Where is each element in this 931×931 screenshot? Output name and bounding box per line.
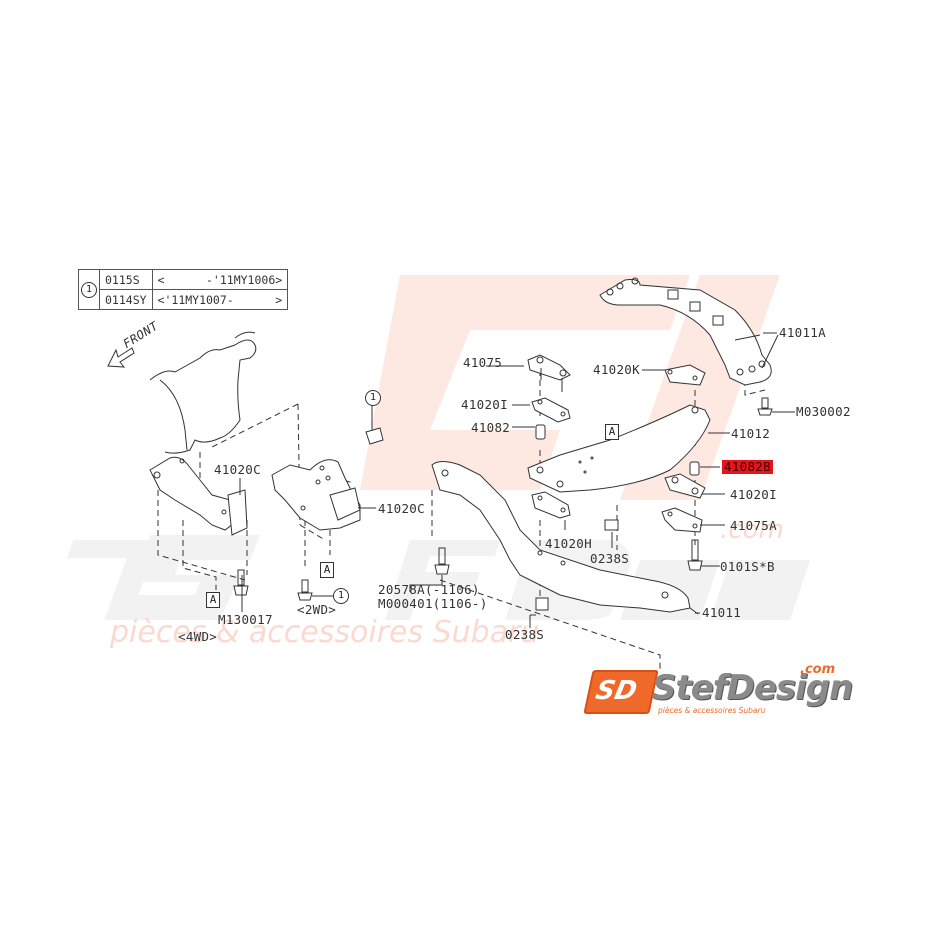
bushing-41020I-left <box>531 397 571 423</box>
ref-circle-1-2wd: 1 <box>333 588 349 604</box>
label-41082B-highlighted[interactable]: 41082B <box>722 459 773 474</box>
bolt-m130017 <box>233 569 249 596</box>
plate-41075 <box>527 354 571 392</box>
bolt-0101SB <box>687 539 703 571</box>
ref-box-a-2wd: A <box>320 562 334 578</box>
legend-row: 0114SY <'11MY1007- > <box>79 289 289 310</box>
label-41082: 41082 <box>471 420 511 435</box>
nut-0238S-upper <box>604 519 619 548</box>
mount-4wd <box>149 456 248 536</box>
bracket-41012 <box>527 404 711 493</box>
nut-0238S-lower <box>529 597 549 628</box>
legend-part: 0115S <box>99 269 153 290</box>
bushing-41020K <box>664 364 706 386</box>
label-M000401: M000401(1106-) <box>378 596 488 611</box>
ref-circle-1: 1 <box>81 282 97 298</box>
label-20578A: 20578A(-1106) <box>378 582 480 597</box>
label-M130017: M130017 <box>218 612 273 627</box>
plate-41075A <box>661 507 703 533</box>
label-41075: 41075 <box>463 355 503 370</box>
label-41020H: 41020H <box>545 536 592 551</box>
legend-range: <'11MY1007- > <box>151 289 289 310</box>
label-41011: 41011 <box>702 605 742 620</box>
reference-legend-table: 1 0115S < -'11MY1006> 0114SY <'11MY1007-… <box>78 269 289 310</box>
label-0101SB: 0101S*B <box>720 559 775 574</box>
transmission-housing <box>149 331 257 454</box>
ref-circle-1-upper: 1 <box>365 390 381 406</box>
legend-ref-cell: 1 <box>78 269 100 310</box>
logo-domain: .com <box>800 662 836 677</box>
label-41011A: 41011A <box>779 325 826 340</box>
legend-range: < -'11MY1006> <box>151 269 289 290</box>
spacer-41082B <box>689 461 700 476</box>
legend-row: 1 0115S < -'11MY1006> <box>78 269 289 310</box>
label-2wd: <2WD> <box>297 602 337 617</box>
crossmember-41011A <box>599 277 779 386</box>
label-0238S-upper: 0238S <box>590 551 630 566</box>
label-M030002: M030002 <box>796 404 851 419</box>
label-4wd: <4WD> <box>178 629 218 644</box>
label-41020C-2wd: 41020C <box>378 501 425 516</box>
ref-box-a-bracket: A <box>605 424 619 440</box>
bushing-41020H <box>531 491 571 519</box>
bolt-upper <box>365 405 384 445</box>
mount-2wd <box>271 459 361 531</box>
watermark-tagline: pièces & accessoires Subaru <box>110 615 540 650</box>
label-41075A: 41075A <box>730 518 777 533</box>
label-41020C-4wd: 41020C <box>214 462 261 477</box>
logo-mark: SD <box>583 670 659 714</box>
stefdesign-logo: SD StefDesign .com pièces & accessoires … <box>583 662 853 716</box>
legend-part: 0114SY <box>99 289 153 310</box>
spacer-41082 <box>535 424 546 440</box>
ref-box-a-4wd: A <box>206 592 220 608</box>
bolt-2wd <box>297 579 333 601</box>
label-41020K: 41020K <box>593 362 640 377</box>
bolt-m030002 <box>757 397 773 416</box>
bushing-41020I-right <box>664 473 706 499</box>
label-0238S-lower: 0238S <box>505 627 545 642</box>
logo-name: StefDesign <box>652 668 853 708</box>
label-41012: 41012 <box>731 426 771 441</box>
logo-tagline: pièces & accessoires Subaru <box>658 706 766 715</box>
label-41020I-right: 41020I <box>730 487 777 502</box>
label-41020I-left: 41020I <box>461 397 508 412</box>
watermark-domain: .com <box>720 515 784 545</box>
front-arrow-icon <box>107 347 135 368</box>
bolt-20578A <box>409 547 450 592</box>
